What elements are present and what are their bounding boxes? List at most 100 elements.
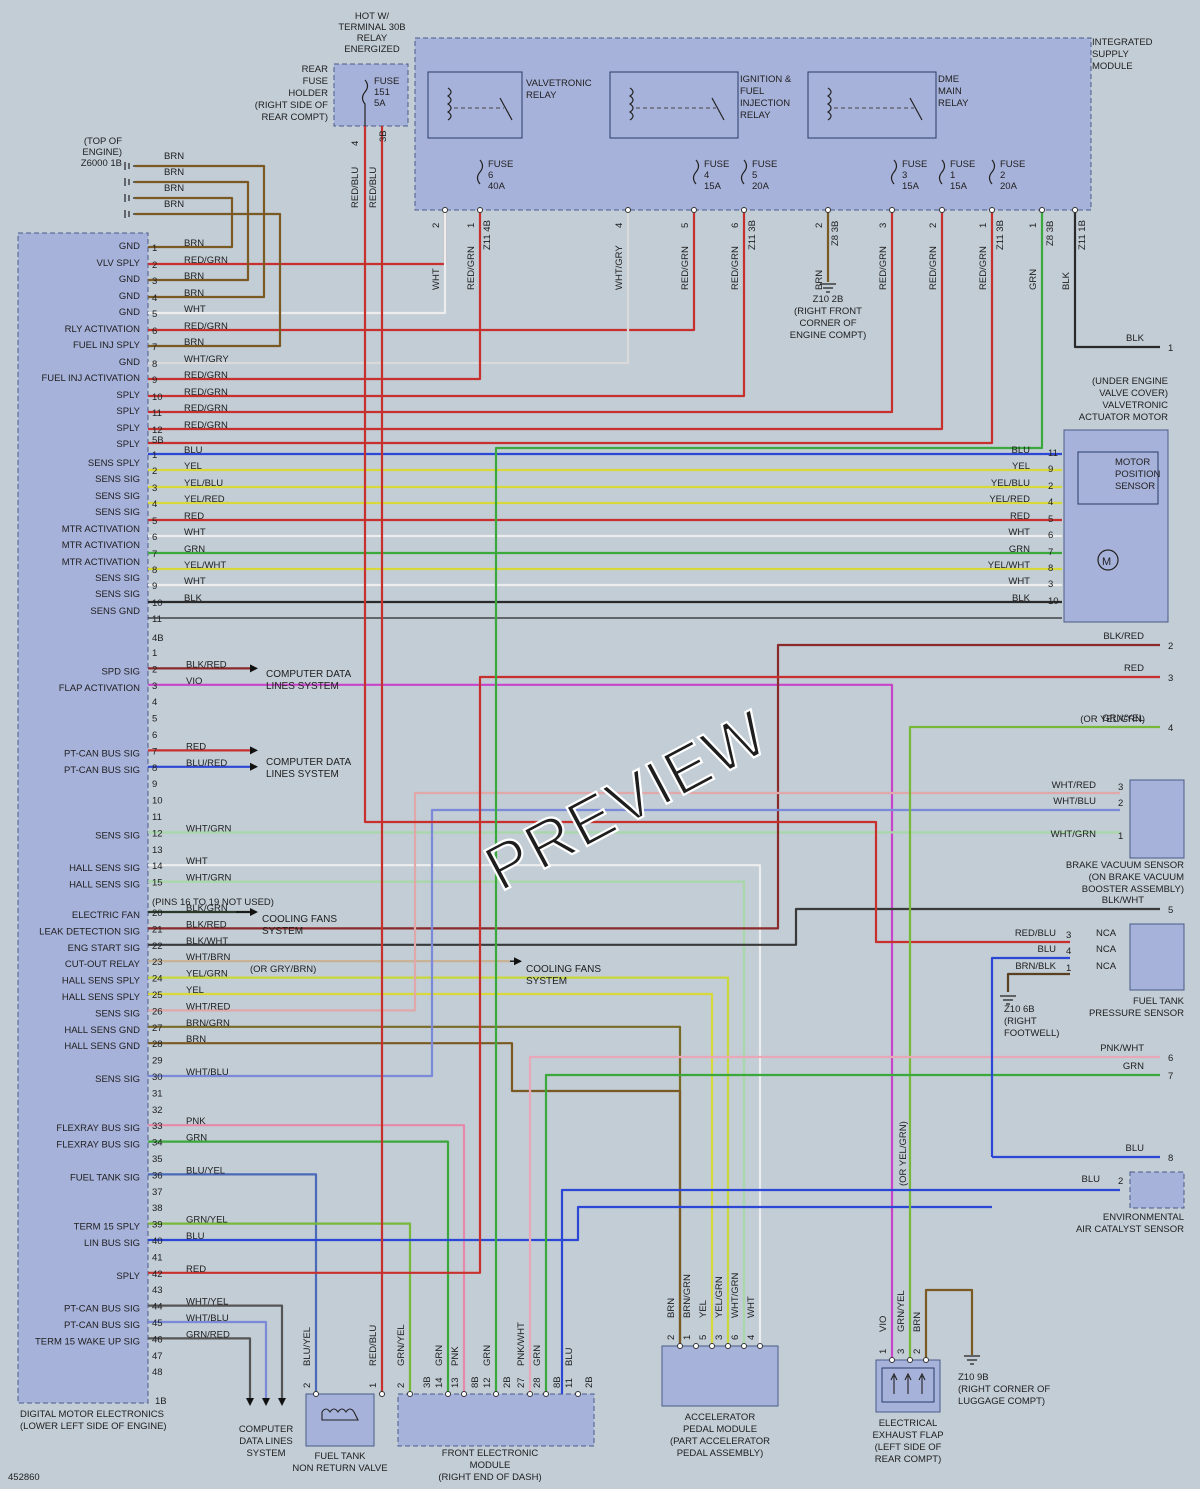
rear-fuse-holder-label: REAR COMPT) xyxy=(262,112,329,123)
pin-4b-40: 40 xyxy=(152,1236,163,1247)
actuator-pin-10: 10 xyxy=(1048,596,1059,607)
fem-label: MODULE xyxy=(470,1460,511,1471)
pin-5b-2: 2 xyxy=(152,466,157,477)
accel-pedal-label: ACCELERATOR xyxy=(685,1412,756,1423)
wire-label-4b-46: GRN/RED xyxy=(186,1329,230,1340)
bottom-wire-label-9: BRN xyxy=(666,1298,677,1318)
ism-pin-socket-0 xyxy=(442,207,448,213)
nca-label-2: NCA xyxy=(1096,961,1117,972)
wire-4b-34 xyxy=(148,1140,450,1394)
fuse-151-label: 5A xyxy=(374,98,386,109)
cooling-fans-label-1: COOLING FANS xyxy=(262,914,337,925)
bottom-pin-socket-3 xyxy=(445,1391,451,1397)
bottom-pin-8: 11 xyxy=(564,1378,575,1388)
wire-ism-grn xyxy=(494,210,1044,1394)
fuse-label-1: 4 xyxy=(704,170,709,181)
pin-4b-38: 38 xyxy=(152,1203,163,1214)
conn-8b-label-1: 8B xyxy=(470,1376,481,1388)
wire-4b-25 xyxy=(148,992,714,1346)
wire-label-4b-30: WHT/BLU xyxy=(186,1067,229,1078)
conn-2b-label-1: 2B xyxy=(502,1376,513,1388)
fuse-label-0: 40A xyxy=(488,181,506,192)
wire-4b-36 xyxy=(148,1173,318,1394)
actuator-motor-label: ACTUATOR MOTOR xyxy=(1079,412,1168,423)
pin-4b-11: 11 xyxy=(152,812,162,823)
wire-exhaust-gnd xyxy=(924,1288,974,1360)
pin-4b-33: 33 xyxy=(152,1121,163,1132)
wire-label-5b-right-8: YEL/WHT xyxy=(988,560,1030,571)
z10-2b-label: ENGINE COMPT) xyxy=(790,330,867,341)
ism-pin-socket-8 xyxy=(989,207,995,213)
fuse-label-3: 3 xyxy=(902,170,907,181)
bottom-wire-label-7: GRN xyxy=(532,1345,543,1366)
dme-name-label: (LOWER LEFT SIDE OF ENGINE) xyxy=(20,1421,167,1432)
fuel-tank-pressure-label: PRESSURE SENSOR xyxy=(1089,1008,1184,1019)
bottom-pin-socket-5 xyxy=(493,1391,499,1397)
fuse-symbol-4 xyxy=(938,159,946,185)
pin-4b-41: 41 xyxy=(152,1252,163,1263)
dme-func-1b-12: SPLY xyxy=(116,423,140,434)
ism-wire-label-5: BRN xyxy=(814,270,825,290)
wire-label-5b-right-10: BLK xyxy=(1012,593,1031,604)
wire-label-4b-33: PNK xyxy=(186,1116,206,1127)
pin-1b-3: 3 xyxy=(152,276,157,287)
pin-4b-45: 45 xyxy=(152,1318,163,1329)
exhaust-flap-label: REAR COMPT) xyxy=(875,1454,942,1465)
fuse-symbol-1 xyxy=(692,159,700,185)
pin-4b-29: 29 xyxy=(152,1056,163,1067)
dme-func-4b-14: HALL SENS SIG xyxy=(69,863,140,874)
wire-label-4b-28: BRN xyxy=(186,1034,206,1045)
bottom-wire-label-2: GRN/YEL xyxy=(396,1324,407,1366)
wire-label-4b-14: WHT xyxy=(186,856,208,867)
pin-4b-24: 24 xyxy=(152,974,163,985)
pin-1b-11: 11 xyxy=(152,408,162,419)
relay-coil-2 xyxy=(826,87,832,121)
fuse-holder-box xyxy=(333,63,409,127)
pin-1b-9: 9 xyxy=(152,375,157,386)
env-sensor-label: AIR CATALYST SENSOR xyxy=(1076,1224,1184,1235)
wire-label-4b-15: WHT/GRN xyxy=(186,873,232,884)
pin-1b-12: 12 xyxy=(152,425,163,436)
pin-1b-8: 8 xyxy=(152,359,157,370)
wire-1b-12b xyxy=(148,210,994,445)
wire-label-1b-7: BRN xyxy=(184,337,204,348)
top-of-engine-label: ENGINE) xyxy=(82,147,122,158)
bottom-wire-label-1: RED/BLU xyxy=(368,1325,379,1366)
ground-symbol xyxy=(124,178,135,186)
bottom-pin-socket-6 xyxy=(527,1391,533,1397)
figure-id: 452860 xyxy=(8,1472,40,1483)
arrow-cdl-bottom-0 xyxy=(246,1398,254,1406)
dme-func-5b-4: SENS SIG xyxy=(95,507,140,518)
fuse-label-2: FUSE xyxy=(752,159,777,170)
z11-3b-1-label: Z11 3B xyxy=(747,220,758,250)
pin-4b-23: 23 xyxy=(152,957,163,968)
dme-func-4b-26: SENS SIG xyxy=(95,1008,140,1019)
bottom-pin-16: 3 xyxy=(896,1349,907,1354)
dme-relay-label: RELAY xyxy=(938,98,969,109)
wire-4b-45 xyxy=(148,1320,268,1398)
accelerator-pedal-module-box xyxy=(661,1345,779,1407)
ism-pin-socket-9 xyxy=(1039,207,1045,213)
wire-4b-26 xyxy=(148,791,1120,1012)
top-engine-brn-2: BRN xyxy=(164,183,184,194)
ism-wire-label-8: RED/GRN xyxy=(978,246,989,290)
dme-func-5b-8: SENS SIG xyxy=(95,573,140,584)
conn-8b-label-2: 8B xyxy=(552,1376,563,1388)
conn-2b-label-2: 2B xyxy=(584,1376,595,1388)
wire-1b-9 xyxy=(148,210,482,381)
wire-1b-1 xyxy=(135,196,234,249)
or-yel-grn-vertical: (OR YEL/GRN) xyxy=(898,1121,909,1186)
bottom-pin-socket-2 xyxy=(407,1391,413,1397)
wire-label-4b-42: RED xyxy=(186,1264,206,1275)
ground-symbol xyxy=(124,162,135,170)
bottom-wire-label-16: GRN/YEL xyxy=(896,1290,907,1332)
fuse-label-4: FUSE xyxy=(950,159,975,170)
relay-switch-2 xyxy=(909,97,923,121)
pin-4b-36: 36 xyxy=(152,1170,163,1181)
conn-3b-label: 3B xyxy=(422,1376,433,1388)
wire-1b-3 xyxy=(135,180,250,282)
exhaust-flap-arrow-1 xyxy=(904,1372,912,1394)
right-pin-2: 2 xyxy=(1168,641,1173,652)
wire-label-4b-22: BLK/WHT xyxy=(186,936,228,947)
